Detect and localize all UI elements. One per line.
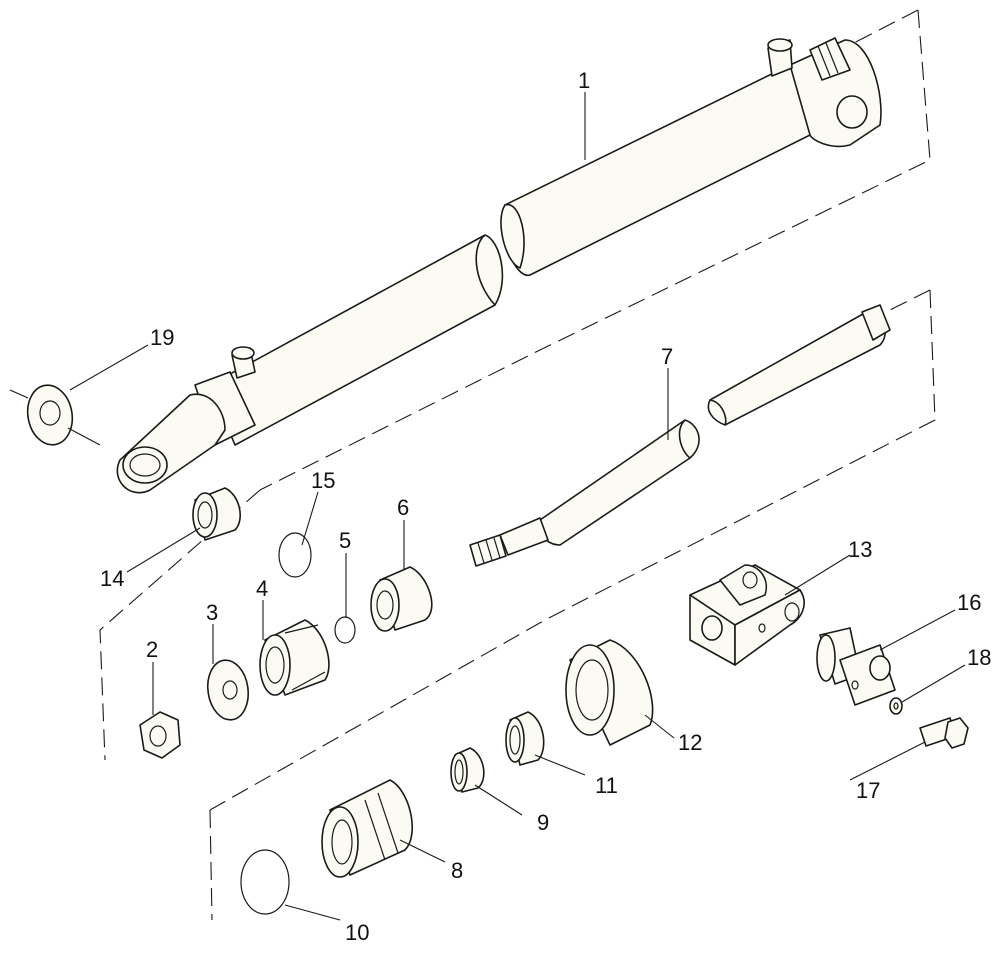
hex-nut-2 (139, 711, 181, 759)
bolt-17 (919, 717, 969, 749)
callout-19: 19 (150, 325, 174, 350)
cylinder-barrel (116, 37, 882, 494)
snap-ring-15 (278, 532, 312, 578)
piston-rod (469, 304, 891, 567)
callout-5: 5 (339, 528, 351, 553)
callout-18: 18 (967, 645, 991, 670)
o-ring-5 (334, 616, 356, 644)
ring-11 (505, 711, 545, 766)
pin-16 (816, 627, 896, 706)
piston-head-8 (321, 779, 413, 878)
leader-lines (69, 92, 966, 921)
callout-2: 2 (146, 637, 158, 662)
callout-6: 6 (397, 495, 409, 520)
callout-13: 13 (848, 537, 872, 562)
callout-17: 17 (856, 778, 880, 803)
gland-6 (370, 566, 433, 632)
callout-15: 15 (311, 468, 335, 493)
callout-16: 16 (957, 590, 981, 615)
callout-3: 3 (206, 600, 218, 625)
o-ring-10 (240, 849, 290, 915)
callout-12: 12 (678, 730, 702, 755)
callout-14: 14 (100, 566, 124, 591)
washer-19 (26, 384, 101, 446)
callout-11: 11 (595, 773, 618, 798)
callout-8: 8 (451, 858, 463, 883)
callout-10: 10 (345, 920, 369, 945)
callout-9: 9 (537, 810, 549, 835)
clevis-13 (689, 564, 805, 666)
washer-3 (206, 659, 250, 721)
callout-4: 4 (256, 576, 268, 601)
ring-9 (450, 747, 485, 793)
callout-labels: 1 2 3 4 5 6 7 8 9 10 11 12 13 14 15 16 1… (100, 68, 991, 945)
assembly-axis-lines (9, 9, 936, 921)
wiper-14 (192, 487, 241, 541)
washer-18 (889, 697, 903, 715)
piston-4 (259, 619, 330, 696)
callout-1: 1 (578, 68, 590, 93)
gland-nut-12 (565, 639, 654, 746)
callout-7: 7 (661, 344, 673, 369)
